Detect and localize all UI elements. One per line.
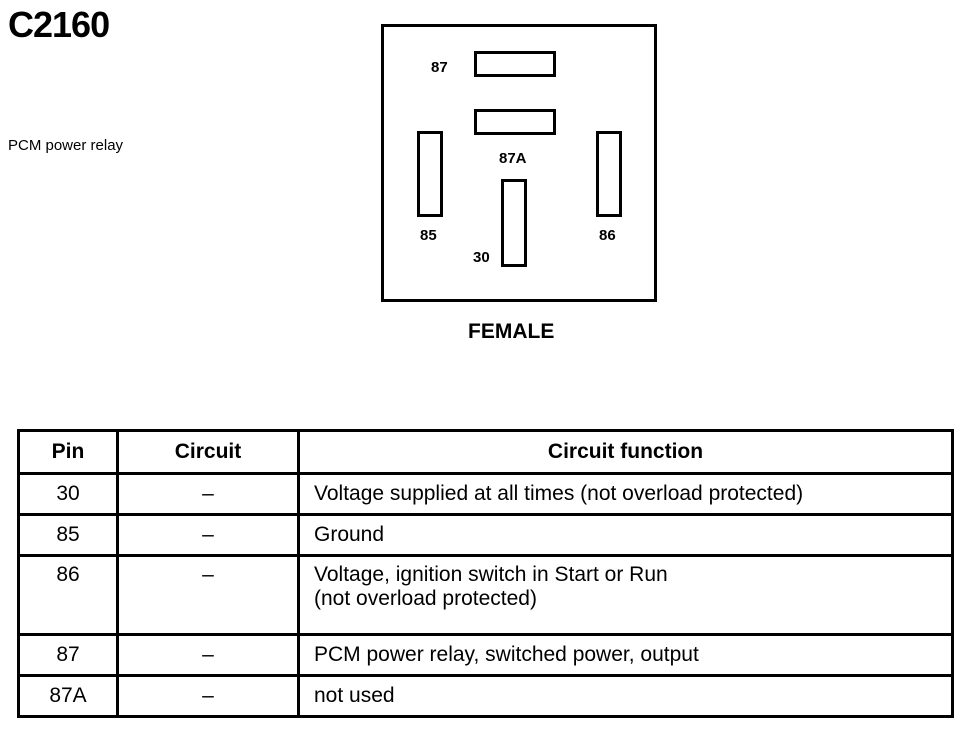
table-row: 85 – Ground [17,513,954,557]
pin-86-label: 86 [599,227,616,244]
row-circuit: – [116,633,300,677]
connector-description: PCM power relay [8,137,124,154]
pin-86-terminal [596,131,622,217]
table-row: 30 – Voltage supplied at all times (not … [17,472,954,516]
pin-30-terminal [501,179,527,267]
pin-85-label: 85 [420,227,437,244]
row-function: Voltage supplied at all times (not overl… [297,472,954,516]
row-function: not used [297,674,954,718]
table-row: 86 – Voltage, ignition switch in Start o… [17,554,954,636]
row-function-line-1: Voltage, ignition switch in Start or Run [314,563,668,586]
row-pin: 85 [17,513,119,557]
pin-function-table: Pin Circuit Circuit function 30 – Voltag… [17,429,954,718]
pin-87-label: 87 [431,59,448,76]
pin-87-terminal [474,51,556,77]
row-pin: 87 [17,633,119,677]
row-circuit: – [116,674,300,718]
row-function-line-2: (not overload protected) [314,587,537,610]
header-circuit-function: Circuit function [297,429,954,475]
row-circuit: – [116,554,300,636]
pin-87a-label: 87A [499,150,527,167]
connector-view-label: FEMALE [468,320,555,343]
connector-id: C2160 [8,4,110,45]
row-pin: 86 [17,554,119,636]
row-circuit: – [116,513,300,557]
row-circuit: – [116,472,300,516]
row-pin: 30 [17,472,119,516]
row-function: Ground [297,513,954,557]
row-pin: 87A [17,674,119,718]
pin-87a-terminal [474,109,556,135]
header-circuit: Circuit [116,429,300,475]
row-function: Voltage, ignition switch in Start or Run… [297,554,954,636]
table-row: 87 – PCM power relay, switched power, ou… [17,633,954,677]
header-pin: Pin [17,429,119,475]
pin-30-label: 30 [473,249,490,266]
pin-85-terminal [417,131,443,217]
connector-face-diagram: 87 87A 85 86 30 [381,24,657,302]
row-function: PCM power relay, switched power, output [297,633,954,677]
table-header-row: Pin Circuit Circuit function [17,429,954,475]
table-row: 87A – not used [17,674,954,718]
